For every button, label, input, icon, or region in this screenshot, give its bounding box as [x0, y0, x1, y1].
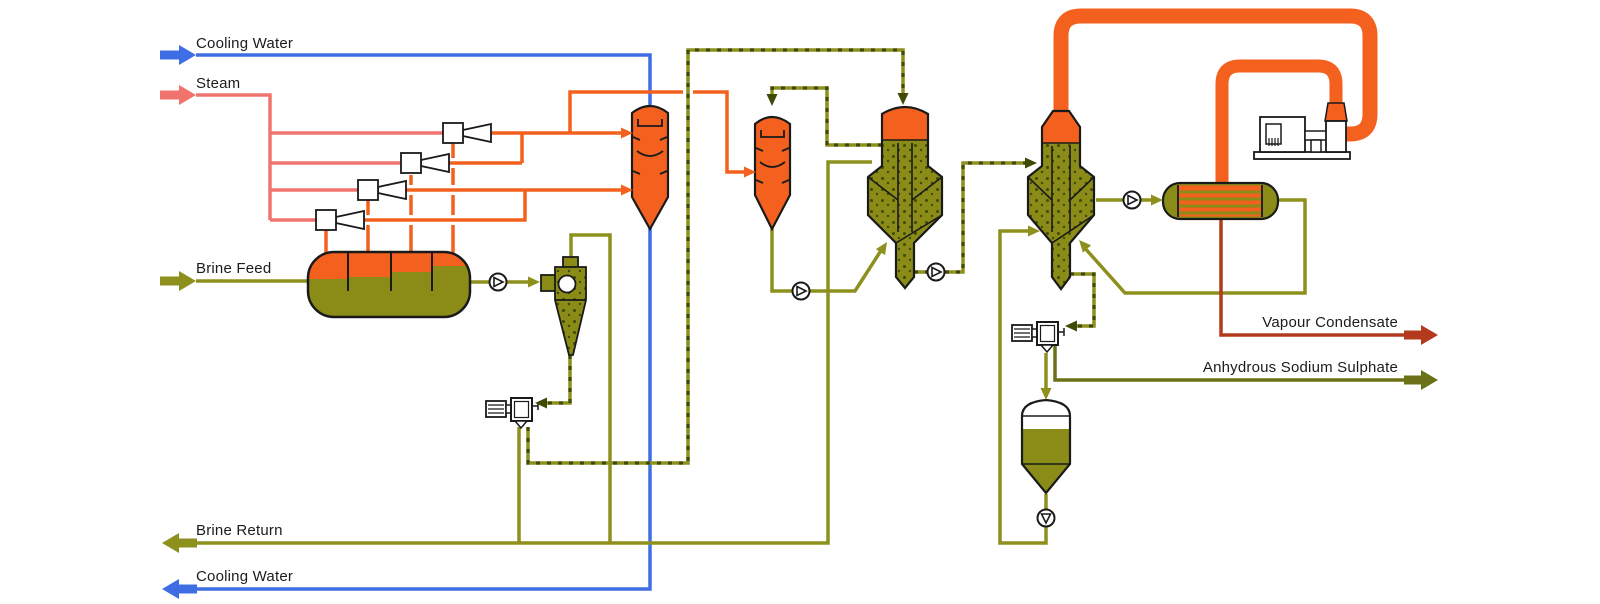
- hydrocyclone: [540, 256, 587, 356]
- flash-vessel: [306, 250, 472, 319]
- brine-lines: [196, 160, 1307, 545]
- steam-main-pipe: [196, 93, 272, 220]
- cooling-water-out-arrow: [162, 579, 197, 599]
- crystallizer1-vent-pipe: [770, 86, 882, 147]
- pump-flash-vessel: [488, 272, 508, 292]
- compressor-suction-duct: [1053, 8, 1378, 142]
- steam-ejector-3: [357, 179, 407, 201]
- vapour-compressor: [1253, 102, 1351, 160]
- label-cooling-water-in: Cooling Water: [196, 35, 294, 52]
- compressor-discharge-duct: [1215, 59, 1343, 186]
- label-cooling-water-out: Cooling Water: [196, 568, 294, 585]
- heater-return-pipe: [1081, 198, 1307, 295]
- pump-condenser2-bottoms: [791, 281, 811, 301]
- pump-slurry-tank: [1036, 508, 1056, 528]
- pump-crystallizer1-slurry: [926, 262, 946, 282]
- pipe-arrowheads: [528, 93, 1163, 409]
- centrifuge-1: [485, 397, 539, 430]
- label-product: Anhydrous Sodium Sulphate: [1202, 359, 1398, 376]
- steam-ejector-4: [315, 209, 365, 231]
- label-brine-feed: Brine Feed: [196, 260, 272, 277]
- crystallizer-2: [1026, 109, 1096, 291]
- brine-feed-arrow: [160, 271, 196, 291]
- steam-ejector-1: [442, 122, 492, 144]
- barometric-condenser-2: [753, 115, 792, 232]
- product-pipe: [1053, 346, 1404, 382]
- slurry-tank: [1020, 398, 1072, 495]
- cooling-water-lines: [196, 53, 652, 591]
- crystallizer2-slurry-pipe: [1070, 272, 1096, 328]
- centrifuge-2: [1011, 321, 1065, 354]
- slurry-tank-recycle-pipe: [998, 229, 1048, 545]
- cooling-water-in-arrow: [160, 45, 196, 65]
- vapour-ducts: [1053, 8, 1378, 186]
- vapour-condensate-pipe: [1219, 216, 1404, 337]
- solids-recycle-pipe: [526, 48, 905, 465]
- cyclone-overflow-pipe: [569, 233, 612, 543]
- steam-ejector-2: [400, 152, 450, 174]
- vapour-condensate-arrow: [1404, 325, 1438, 345]
- steam-in-arrow: [160, 85, 196, 105]
- crystallizer1-slurry-pipe: [914, 161, 1030, 274]
- barometric-condenser-1: [630, 104, 670, 232]
- stream-arrows: [160, 45, 1438, 599]
- circulation-heater: [1161, 181, 1280, 221]
- slurry-dashed-lines: [526, 48, 1096, 465]
- condenser2-bottoms-pipe: [770, 228, 884, 293]
- vapour-lines: [324, 90, 749, 253]
- brine-return-pipe: [196, 160, 872, 545]
- ejector4-discharge: [364, 190, 527, 222]
- cooling-water-supply-pipe: [196, 53, 652, 106]
- brine-return-arrow: [162, 533, 197, 553]
- pump-circulation: [1122, 190, 1142, 210]
- vapour-riser-to-condenser2: [568, 90, 749, 174]
- label-brine-return: Brine Return: [196, 522, 283, 539]
- cyclone-underflow-pipe: [541, 355, 572, 405]
- steam-lines: [196, 93, 443, 222]
- cooling-water-return-pipe: [196, 228, 652, 591]
- label-vapour-condensate: Vapour Condensate: [1262, 314, 1398, 331]
- label-steam: Steam: [196, 75, 241, 92]
- ejector2-discharge: [449, 133, 524, 165]
- product-arrow: [1404, 370, 1438, 390]
